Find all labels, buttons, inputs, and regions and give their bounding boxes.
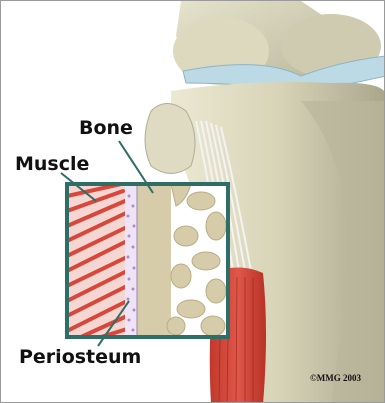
periosteum-label: Periosteum bbox=[19, 346, 141, 368]
cross-section-inset bbox=[67, 184, 228, 337]
muscle-label: Muscle bbox=[15, 153, 89, 175]
bone-label: Bone bbox=[79, 117, 133, 139]
copyright-notice: ©MMG 2003 bbox=[310, 373, 361, 383]
fibula-head bbox=[145, 104, 195, 174]
